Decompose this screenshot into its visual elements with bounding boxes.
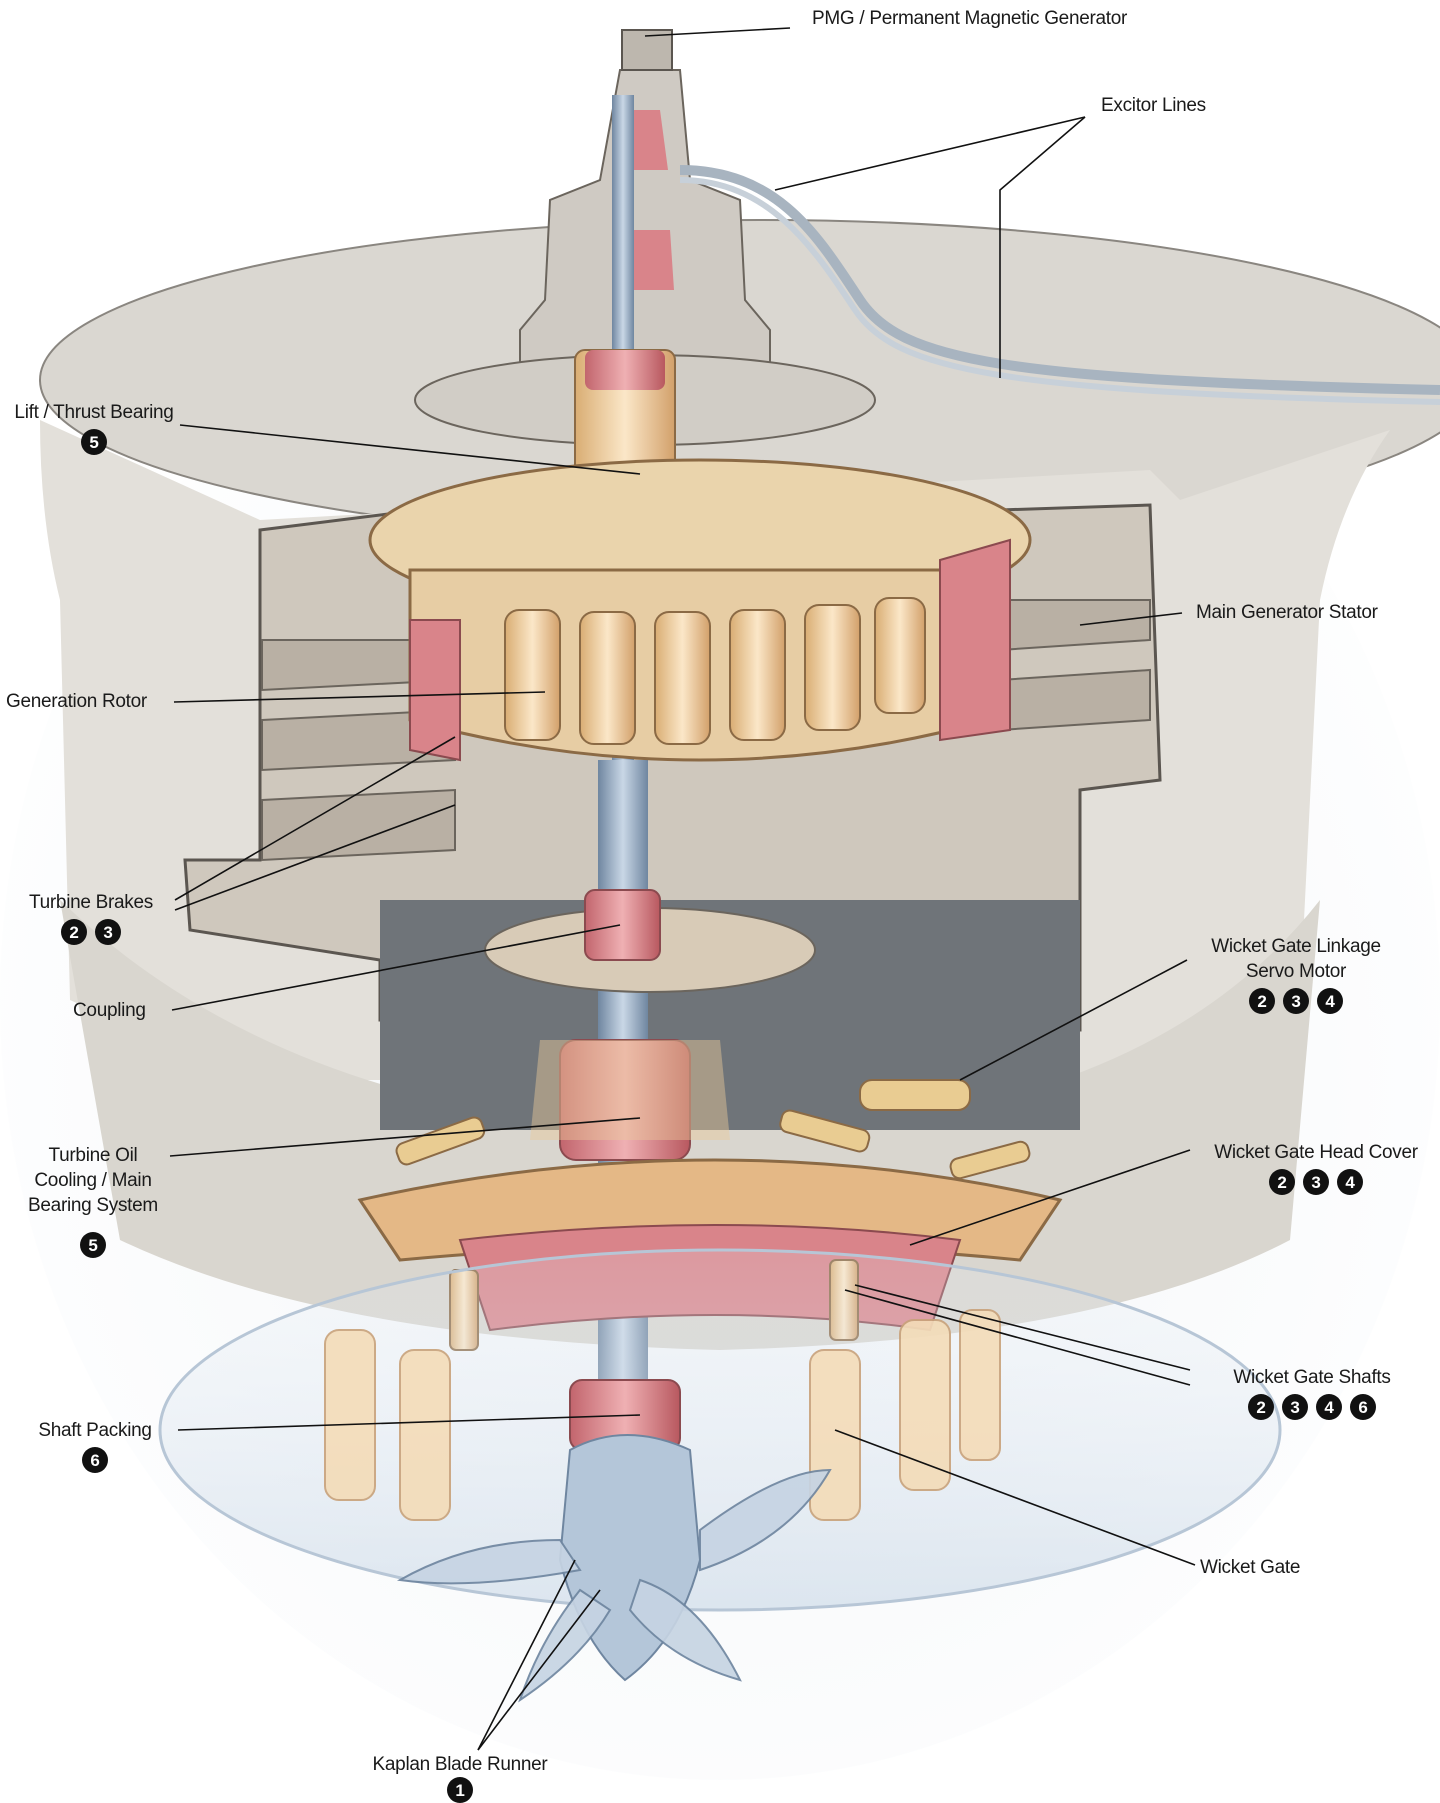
label-servo-line2: Servo Motor [1196, 959, 1396, 984]
label-stator-text: Main Generator Stator [1196, 600, 1378, 625]
label-packing-text: Shaft Packing [30, 1418, 160, 1443]
badge-4: 4 [1316, 1394, 1342, 1420]
label-gate-text: Wicket Gate [1200, 1555, 1300, 1580]
label-main-generator-stator: Main Generator Stator [1196, 600, 1378, 625]
label-servo-line1: Wicket Gate Linkage [1196, 934, 1396, 959]
runner-badges: 1 [370, 1777, 550, 1803]
badge-3: 3 [1282, 1394, 1308, 1420]
label-wicket-gate: Wicket Gate [1200, 1555, 1300, 1580]
label-pmg-text: PMG / Permanent Magnetic Generator [812, 6, 1127, 31]
label-oil-line1: Turbine Oil [18, 1143, 168, 1168]
badge-2: 2 [1248, 1394, 1274, 1420]
label-thrust-text: Lift / Thrust Bearing [6, 400, 182, 425]
packing-badges: 6 [30, 1447, 160, 1473]
label-shafts-text: Wicket Gate Shafts [1212, 1365, 1412, 1390]
label-coupling-text: Coupling [73, 998, 146, 1023]
label-wicket-gate-head-cover: Wicket Gate Head Cover 2 3 4 [1200, 1140, 1432, 1195]
label-rotor-text: Generation Rotor [6, 689, 147, 714]
label-oil-line2: Cooling / Main [18, 1168, 168, 1193]
badge-3: 3 [1303, 1169, 1329, 1195]
label-pmg: PMG / Permanent Magnetic Generator [812, 6, 1127, 31]
badge-4: 4 [1317, 988, 1343, 1014]
thrust-bearing-top [585, 350, 665, 390]
badge-3: 3 [1283, 988, 1309, 1014]
label-coupling: Coupling [73, 998, 146, 1023]
leader-excitor-a [775, 117, 1085, 190]
label-excitor-text: Excitor Lines [1101, 93, 1206, 118]
thrust-badges: 5 [6, 429, 182, 455]
label-excitor-lines: Excitor Lines [1101, 93, 1206, 118]
label-kaplan-blade-runner: Kaplan Blade Runner 1 [370, 1752, 550, 1803]
badge-4: 4 [1337, 1169, 1363, 1195]
badge-5: 5 [80, 1232, 106, 1258]
brakes-badges: 2 3 [20, 919, 162, 945]
label-wicket-gate-shafts: Wicket Gate Shafts 2 3 4 6 [1212, 1365, 1412, 1420]
label-turbine-brakes: Turbine Brakes 2 3 [20, 890, 162, 945]
servo-badges: 2 3 4 [1196, 988, 1396, 1014]
badge-5: 5 [81, 429, 107, 455]
badge-2: 2 [61, 919, 87, 945]
badge-6: 6 [1350, 1394, 1376, 1420]
oil-badges: 5 [18, 1232, 168, 1258]
label-headcover-text: Wicket Gate Head Cover [1200, 1140, 1432, 1165]
badge-2: 2 [1269, 1169, 1295, 1195]
label-oil-line3: Bearing System [18, 1193, 168, 1218]
badge-2: 2 [1249, 988, 1275, 1014]
label-runner-text: Kaplan Blade Runner [370, 1752, 550, 1777]
badge-3: 3 [95, 919, 121, 945]
label-thrust-bearing: Lift / Thrust Bearing 5 [6, 400, 182, 455]
shafts-badges: 2 3 4 6 [1212, 1394, 1412, 1420]
label-wicket-gate-linkage: Wicket Gate Linkage Servo Motor 2 3 4 [1196, 934, 1396, 1014]
label-shaft-packing: Shaft Packing 6 [30, 1418, 160, 1473]
label-turbine-oil: Turbine Oil Cooling / Main Bearing Syste… [18, 1143, 168, 1258]
label-brakes-text: Turbine Brakes [20, 890, 162, 915]
badge-6: 6 [82, 1447, 108, 1473]
label-generation-rotor: Generation Rotor [6, 689, 147, 714]
headcover-badges: 2 3 4 [1200, 1169, 1432, 1195]
badge-1: 1 [447, 1777, 473, 1803]
coupling-red [585, 890, 660, 960]
